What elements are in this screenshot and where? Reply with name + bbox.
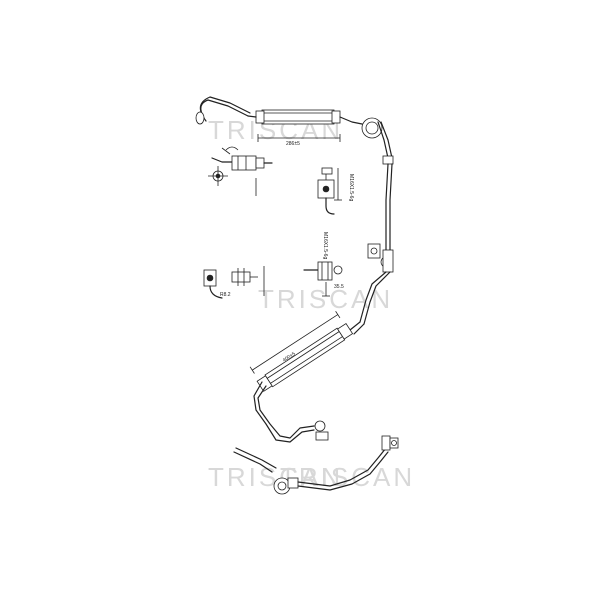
watermark-bottom-right: TRISCAN [280,462,415,492]
middle-note-label: 35.5 [334,284,344,290]
thread-middle-label: M16X1.5-6g [322,232,328,259]
left-note-label: R8.2 [220,292,231,298]
top-hose-section: 286±5 [195,96,393,159]
bottom-hose-section [233,435,399,495]
detail-left-bracket: R8.2 [203,266,265,299]
right-vertical-pipe [359,155,394,325]
watermark-middle: TRISCAN [258,284,393,314]
detail-top-left-fitting [208,146,273,196]
top-hose-length-label: 286±5 [286,141,300,147]
detail-upper-middle-fitting: M16X1.5-6g [317,167,354,215]
thread-upper-label: M16X1.5-6g [348,174,354,201]
detail-middle-fitting: M16X1.5-6g 35.5 [303,232,344,297]
center-hose-section: 400±5 [249,311,365,443]
